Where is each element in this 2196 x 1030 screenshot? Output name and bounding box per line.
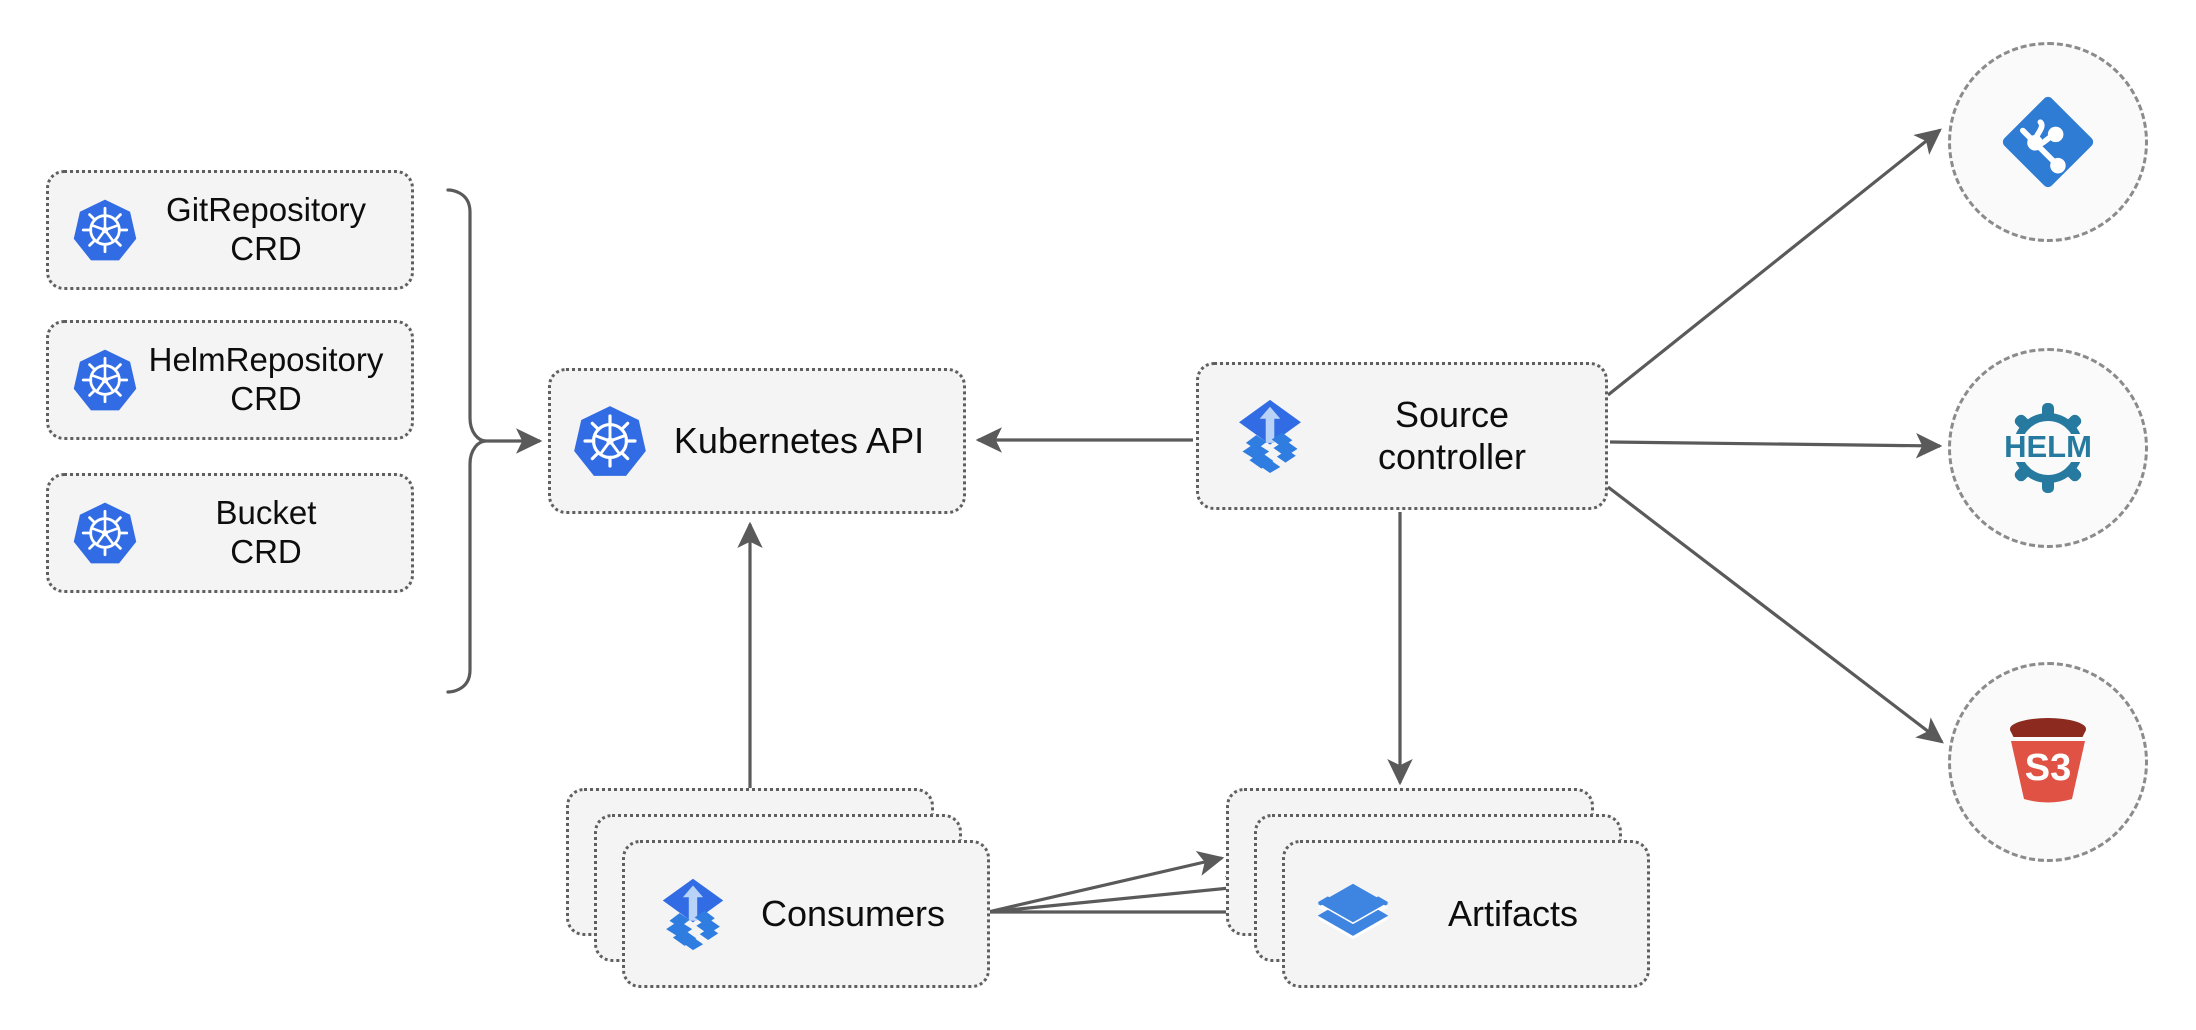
- crd-box-helmrepository[interactable]: HelmRepository CRD: [46, 320, 414, 440]
- node-s3-bucket[interactable]: S3: [1948, 662, 2148, 862]
- kubernetes-icon: [71, 196, 139, 264]
- flux-icon: [651, 872, 735, 956]
- kubernetes-icon: [571, 402, 649, 480]
- node-source-controller[interactable]: Source controller: [1196, 362, 1608, 510]
- crd-label-helmrepository: HelmRepository CRD: [148, 341, 384, 417]
- kubernetes-icon: [71, 499, 139, 567]
- node-kubernetes-api[interactable]: Kubernetes API: [548, 368, 966, 514]
- git-icon: [1994, 88, 2102, 196]
- kubernetes-icon: [71, 346, 139, 414]
- crd-label-bucket: Bucket CRD: [215, 494, 317, 570]
- node-label-consumers: Consumers: [760, 893, 946, 934]
- artifacts-front-card[interactable]: Artifacts: [1282, 840, 1650, 988]
- node-label-artifacts: Artifacts: [1447, 893, 1579, 934]
- flux-icon: [1227, 393, 1313, 479]
- helm-wordmark: HELM: [2004, 429, 2092, 464]
- layers-icon: [1311, 872, 1395, 956]
- node-consumers-stack[interactable]: Consumers: [566, 788, 990, 998]
- edge-source-controller-to-git: [1607, 128, 1942, 397]
- node-git-source[interactable]: [1948, 42, 2148, 242]
- s3-bucket-icon: S3: [1993, 707, 2103, 817]
- crd-label-gitrepository: GitRepository CRD: [166, 191, 366, 267]
- consumers-front-card[interactable]: Consumers: [622, 840, 990, 988]
- edge-consumers-to-artifacts-2: [987, 875, 1253, 914]
- crd-group-bracket: [446, 188, 487, 694]
- crd-box-gitrepository[interactable]: GitRepository CRD: [46, 170, 414, 290]
- helm-icon: HELM: [1988, 388, 2108, 508]
- node-label-kubernetes-api: Kubernetes API: [673, 419, 925, 461]
- crd-box-bucket[interactable]: Bucket CRD: [46, 473, 414, 593]
- node-helm-repository[interactable]: HELM: [1948, 348, 2148, 548]
- edge-source-controller-to-helm: [1609, 432, 1943, 459]
- node-label-source-controller: Source controller: [1377, 393, 1527, 477]
- edge-consumers-to-artifacts-1: [987, 851, 1225, 914]
- edge-source-controller-to-s3: [1607, 485, 1944, 744]
- s3-wordmark: S3: [2025, 747, 2071, 789]
- node-artifacts-stack[interactable]: Artifacts: [1226, 788, 1650, 998]
